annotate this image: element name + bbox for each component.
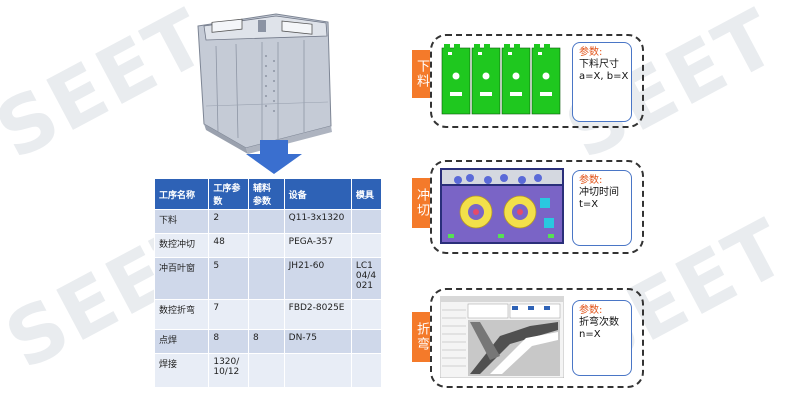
- table-cell: 1320/10/12: [208, 353, 249, 388]
- table-cell: 8: [247, 329, 285, 354]
- table-header-row: 工序名称 工序参数 辅料参数 设备 模具: [153, 178, 383, 210]
- table-row: 数控冲切 48 PEGA-357: [153, 233, 383, 258]
- tag-label: 冲切: [414, 188, 429, 218]
- table-cell: LC104/4021: [350, 257, 383, 300]
- table-cell: [350, 209, 383, 234]
- table-cell: 48: [208, 233, 249, 258]
- table-cell: [283, 353, 352, 388]
- table-cell: 点焊: [153, 329, 210, 354]
- table-cell: [247, 257, 285, 300]
- col-header-equipment: 设备: [283, 178, 352, 210]
- table-cell: 7: [208, 299, 249, 330]
- table-cell: 数控冲切: [153, 233, 210, 258]
- blanking-nest-image: [440, 42, 564, 118]
- table-cell: 8: [208, 329, 249, 354]
- table-cell: JH21-60: [283, 257, 352, 300]
- punching-toolpath-image: [440, 168, 564, 244]
- param-title: 参数:: [579, 47, 603, 58]
- param-line: 冲切时间: [579, 187, 619, 198]
- param-line: 下料尺寸: [579, 59, 619, 70]
- watermark: SEET: [0, 0, 222, 178]
- process-table: 工序名称 工序参数 辅料参数 设备 模具 下料 2 Q11-3x1320 数控冲…: [153, 178, 383, 388]
- col-header-mold: 模具: [350, 178, 383, 210]
- col-header-aux-params: 辅料参数: [247, 178, 285, 210]
- table-cell: 5: [208, 257, 249, 300]
- tag-label: 折弯: [414, 322, 429, 352]
- blanking-param-box: 参数: 下料尺寸 a=X, b=X: [572, 42, 632, 122]
- sheet-metal-part-image: [197, 13, 332, 154]
- table-cell: FBD2-8025E: [283, 299, 352, 330]
- param-title: 参数:: [579, 175, 603, 186]
- bending-param-box: 参数: 折弯次数 n=X: [572, 300, 632, 376]
- table-cell: [247, 209, 285, 234]
- table-cell: 下料: [153, 209, 210, 234]
- col-header-process-name: 工序名称: [153, 178, 210, 210]
- table-cell: [247, 299, 285, 330]
- param-line: n=X: [579, 329, 601, 340]
- tag-label: 下料: [414, 59, 429, 89]
- col-header-process-params: 工序参数: [208, 178, 249, 210]
- punching-panel: [430, 160, 644, 254]
- table-cell: [247, 233, 285, 258]
- table-row: 点焊 8 8 DN-75: [153, 329, 383, 354]
- table-row: 冲百叶窗 5 JH21-60 LC104/4021: [153, 257, 383, 300]
- process-tag-bending: 折弯: [412, 312, 430, 362]
- table-cell: [350, 353, 383, 388]
- bending-panel: [430, 288, 644, 388]
- table-row: 数控折弯 7 FBD2-8025E: [153, 299, 383, 330]
- blanking-panel: [430, 34, 644, 128]
- table-cell: 2: [208, 209, 249, 234]
- punching-param-box: 参数: 冲切时间 t=X: [572, 170, 632, 246]
- table-cell: [350, 329, 383, 354]
- table-cell: [247, 353, 285, 388]
- process-tag-punching: 冲切: [412, 178, 430, 228]
- table-cell: 冲百叶窗: [153, 257, 210, 300]
- process-tag-blanking: 下料: [412, 50, 430, 98]
- table-cell: 焊接: [153, 353, 210, 388]
- table-row: 下料 2 Q11-3x1320: [153, 209, 383, 234]
- param-line: 折弯次数: [579, 317, 619, 328]
- table-row: 焊接 1320/10/12: [153, 353, 383, 388]
- table-cell: Q11-3x1320: [283, 209, 352, 234]
- param-title: 参数:: [579, 305, 603, 316]
- param-line: a=X, b=X: [579, 71, 629, 82]
- down-arrow-icon: [246, 140, 302, 174]
- bending-software-image: [440, 296, 564, 378]
- table-cell: PEGA-357: [283, 233, 352, 258]
- table-cell: 数控折弯: [153, 299, 210, 330]
- param-line: t=X: [579, 199, 599, 210]
- table-cell: DN-75: [283, 329, 352, 354]
- table-cell: [350, 233, 383, 258]
- table-cell: [350, 299, 383, 330]
